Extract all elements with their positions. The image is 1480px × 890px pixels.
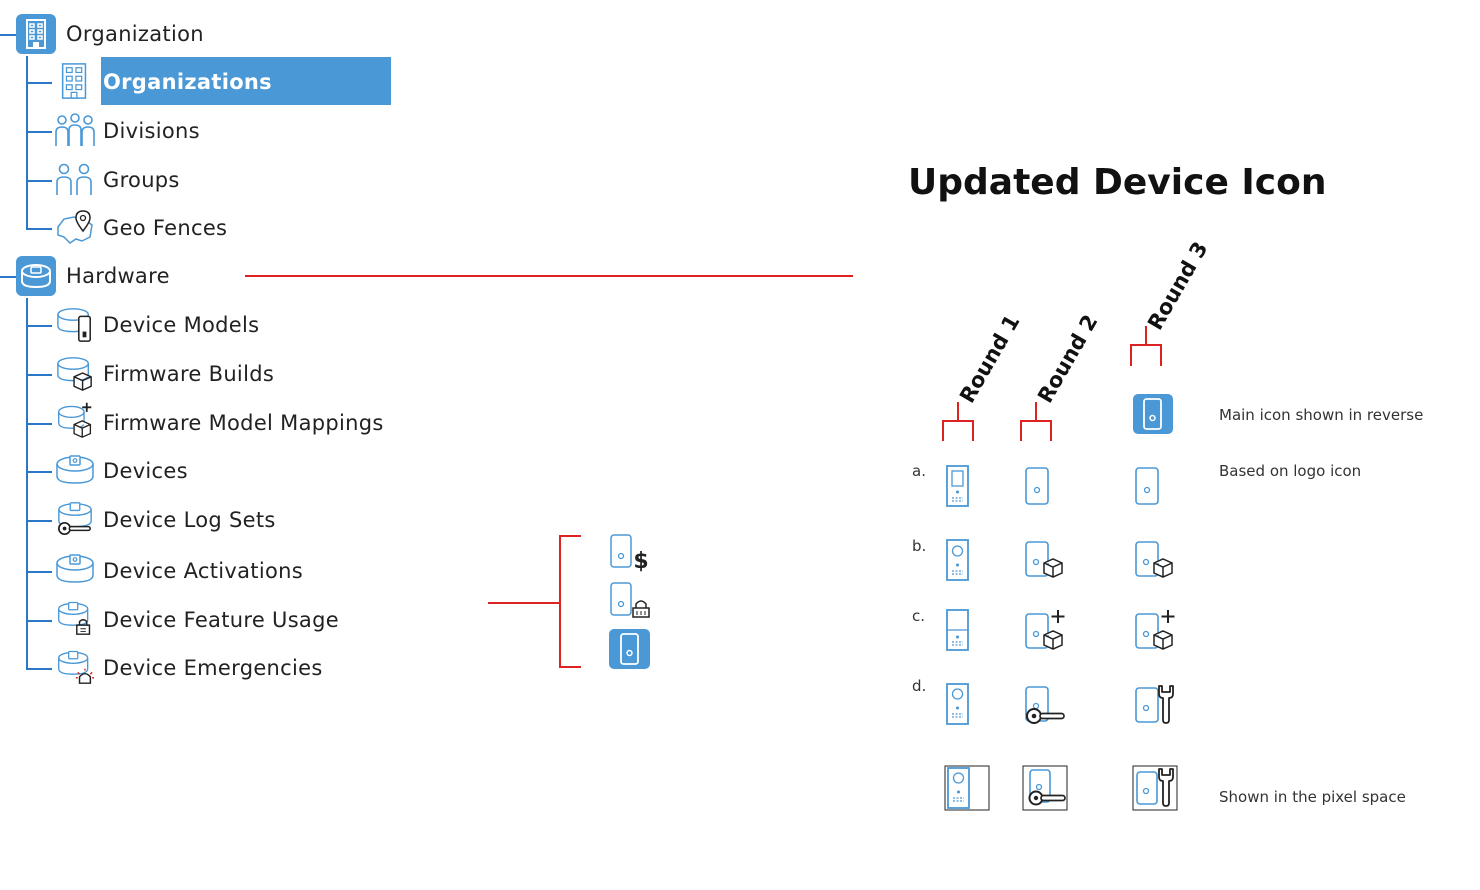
note-pixel: Shown in the pixel space [1219, 788, 1406, 806]
tree-root-hardware[interactable]: Hardware [66, 264, 170, 288]
building-icon [61, 63, 87, 99]
device-feature-icon [58, 601, 91, 635]
row-label-b: b. [912, 537, 927, 555]
tree-item-device-emergencies[interactable]: Device Emergencies [103, 656, 323, 680]
tree-connector [0, 34, 16, 36]
tree-item-device-activations[interactable]: Device Activations [103, 559, 303, 583]
firmware-mapping-icon [58, 402, 92, 438]
tree-item-firmware-model-mappings[interactable]: Firmware Model Mappings [103, 411, 384, 435]
tree-connector [26, 82, 52, 84]
intercom-icon [946, 465, 969, 507]
bracket-tick [559, 666, 581, 668]
round-1-label: Round 1 [955, 310, 1025, 407]
device-firmware-icon [1135, 541, 1173, 578]
note-logo: Based on logo icon [1219, 462, 1362, 480]
bracket-tick [559, 535, 581, 537]
tree-item-groups[interactable]: Groups [103, 168, 180, 192]
tree-connector [26, 571, 52, 573]
hardware-connector-line [245, 275, 853, 277]
row-label-c: c. [912, 607, 926, 625]
tree-connector [26, 228, 52, 230]
tree-root-organization[interactable]: Organization [66, 22, 204, 46]
row-label-d: d. [912, 677, 927, 695]
tree-connector [26, 520, 52, 522]
tree-item-device-models[interactable]: Device Models [103, 313, 260, 337]
intercom-icon [946, 609, 969, 651]
tree-connector [26, 471, 52, 473]
note-reverse: Main icon shown in reverse [1219, 406, 1424, 424]
device-reverse-icon [609, 629, 650, 669]
device-log-icon [57, 502, 92, 536]
svg-text:$: $ [633, 549, 648, 574]
people-pair-icon [56, 163, 92, 195]
tree-item-devices[interactable]: Devices [103, 459, 188, 483]
device-activation-icon [56, 554, 94, 583]
tree-item-organizations[interactable]: Organizations [103, 70, 272, 94]
device-log-pixel-icon [1022, 765, 1068, 811]
tree-connector [26, 668, 52, 670]
people-group-icon [55, 113, 95, 146]
device-emergency-icon [58, 650, 94, 684]
device-firmware-add-icon [1135, 610, 1175, 650]
tree-connector [26, 620, 52, 622]
tree-connector [26, 325, 52, 327]
tree-connector [26, 180, 52, 182]
tree-connector [26, 423, 52, 425]
map-pin-icon [57, 210, 93, 244]
firmware-build-icon [57, 357, 92, 391]
tree-connector [26, 131, 52, 133]
tree-item-device-feature-usage[interactable]: Device Feature Usage [103, 608, 339, 632]
device-icon [56, 455, 94, 484]
tree-item-divisions[interactable]: Divisions [103, 119, 200, 143]
device-log-pixel-icon [1132, 765, 1178, 811]
device-dollar-icon: $ [610, 534, 649, 574]
bracket-stem [488, 602, 560, 604]
intercom-pixel-icon [944, 765, 990, 811]
device-log-icon [1135, 685, 1174, 724]
tree-connector [0, 276, 16, 278]
tree-connector [26, 298, 28, 669]
row-label-a: a. [912, 462, 926, 480]
building-icon[interactable] [16, 14, 56, 54]
device-firmware-icon [1025, 541, 1063, 578]
hardware-icon[interactable] [16, 256, 56, 296]
intercom-icon [946, 683, 969, 725]
tree-item-device-log-sets[interactable]: Device Log Sets [103, 508, 276, 532]
device-reverse-icon [1133, 394, 1173, 434]
tree-connector [26, 374, 52, 376]
tree-connector [26, 56, 28, 229]
device-model-icon [57, 308, 91, 342]
device-icon [1135, 467, 1159, 505]
device-firmware-add-icon [1025, 610, 1065, 650]
round-2-label: Round 2 [1033, 310, 1103, 407]
device-log-icon [1025, 686, 1065, 724]
selection-highlight [101, 57, 391, 105]
tree-item-geo-fences[interactable]: Geo Fences [103, 216, 228, 240]
panel-title: Updated Device Icon [908, 162, 1327, 203]
intercom-icon [946, 539, 969, 581]
device-icon [1025, 467, 1049, 505]
device-lock-icon [610, 582, 650, 618]
bracket-spine [559, 535, 561, 668]
round-3-label: Round 3 [1143, 237, 1213, 334]
tree-item-firmware-builds[interactable]: Firmware Builds [103, 362, 275, 386]
